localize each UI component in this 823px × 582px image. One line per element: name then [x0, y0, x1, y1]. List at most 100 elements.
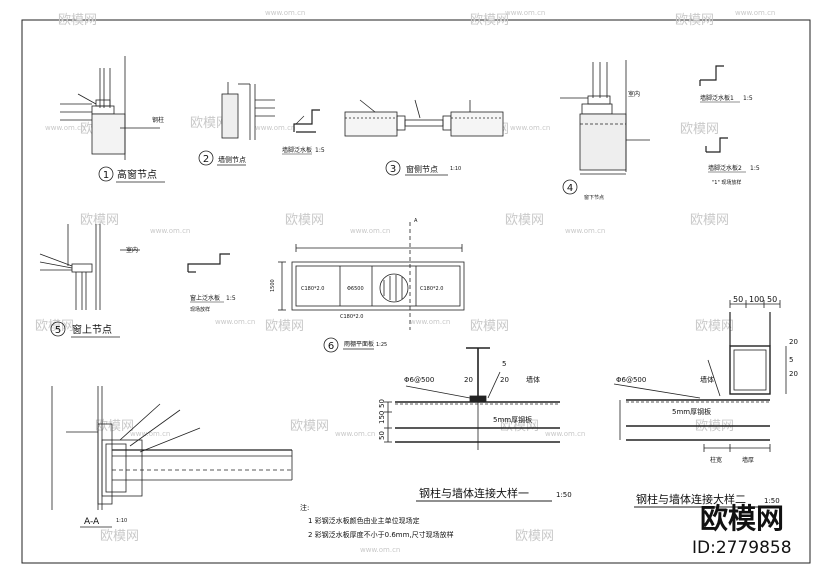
- watermark-brand: 欧模网: [680, 122, 719, 137]
- dimension: 150: [378, 411, 386, 424]
- watermark-site: www.om.cn: [45, 124, 85, 132]
- watermark-site: www.om.cn: [510, 124, 550, 132]
- watermark-layer: 欧模网 欧模网 欧模网 www.om.cn www.om.cn www.om.c…: [35, 9, 775, 554]
- detail-3-title: 3 窗侧节点 1:10: [385, 160, 461, 176]
- detail-7-scale: 1:5: [315, 147, 325, 154]
- steel-detail-1-labels: Φ6@500 5mm厚钢板 墙体 20 5 20 50 150 50 钢柱与墙体…: [378, 360, 572, 502]
- watermark-brand: 欧模网: [690, 213, 729, 228]
- watermark-brand: 欧模网: [285, 213, 324, 228]
- detail-2-wall-side: [221, 82, 275, 140]
- detail-bubble: [98, 166, 114, 182]
- detail-10-title: 窗上泛水板: [190, 294, 220, 302]
- detail-title: 窗下节点: [584, 194, 604, 201]
- wall-thk-label: 墙厚: [742, 456, 754, 464]
- plate-spec: 5mm厚钢板: [672, 407, 711, 416]
- watermark-brand: 欧模网: [265, 319, 304, 334]
- watermark-brand: 欧模网: [35, 319, 74, 334]
- detail-9-title: 墙脚泛水板2: [708, 164, 742, 172]
- watermark-brand: 欧模网: [515, 529, 554, 544]
- dimension: 20: [789, 370, 798, 378]
- dimension: 5: [502, 360, 506, 368]
- notes-heading: 注:: [300, 503, 309, 512]
- watermark-brand: 欧模网: [470, 319, 509, 334]
- brand-logo: 欧模网 ID:2779858: [692, 502, 792, 558]
- wall-label: 墙体: [526, 375, 540, 384]
- sheet-border: [21, 19, 811, 564]
- watermark-brand: 欧模网: [290, 419, 329, 434]
- watermark-site: www.om.cn: [215, 318, 255, 326]
- detail-title: 钢柱与墙体连接大样二: [636, 492, 746, 506]
- watermark-brand: 欧模网: [190, 116, 229, 131]
- detail-number: 2: [203, 154, 209, 165]
- detail-1-title: 1 高窗节点 钢柱: [98, 116, 165, 183]
- detail-scale: 1:50: [556, 491, 572, 499]
- detail-title: 窗侧节点: [406, 164, 438, 174]
- dimension: 20: [789, 338, 798, 346]
- detail-bubble: [385, 160, 401, 176]
- steel-connection-detail-2: [613, 300, 787, 452]
- rebar-spec: Φ6@500: [616, 376, 646, 384]
- section-a-a-title: A-A 1:10: [80, 517, 127, 528]
- notes-block: 注: 1 彩钢泛水板颜色由业主单位现场定 2 彩钢泛水板厚度不小于0.6mm,尺…: [300, 503, 454, 539]
- detail-10-scale: 1:5: [226, 295, 236, 302]
- dimension: 100: [749, 295, 764, 304]
- detail-7-title: 墙脚泛水板: [282, 146, 312, 154]
- wall-label: 墙体: [700, 375, 714, 384]
- canopy-label: Φ6500: [347, 286, 364, 292]
- field-note: 现场放样: [190, 306, 210, 313]
- detail-title: 雨棚平面板: [344, 340, 374, 348]
- watermark-brand: 欧模网: [505, 213, 544, 228]
- watermark-site: www.om.cn: [410, 318, 450, 326]
- label-room: 室内: [126, 246, 138, 254]
- watermark-brand: 欧模网: [675, 13, 714, 28]
- detail-4-window-bottom: [560, 60, 650, 175]
- detail-title: 窗上节点: [72, 323, 112, 336]
- detail-bubble: [562, 179, 578, 195]
- dimension: 50: [733, 295, 743, 304]
- dimension: 1500: [270, 279, 276, 292]
- detail-8-scale: 1:5: [743, 95, 753, 102]
- dimension: 20: [464, 376, 473, 384]
- note-item: 1 彩钢泛水板颜色由业主单位现场定: [308, 516, 420, 525]
- watermark-site: www.om.cn: [335, 430, 375, 438]
- label-room: 室内: [628, 90, 640, 98]
- watermark-site: www.om.cn: [545, 430, 585, 438]
- watermark-site: www.om.cn: [255, 124, 295, 132]
- detail-number: 6: [328, 341, 334, 352]
- watermark-brand: 欧模网: [95, 419, 134, 434]
- watermark-site: www.om.cn: [505, 9, 545, 17]
- label-steel-column: 钢柱: [152, 116, 164, 124]
- detail-title: 高窗节点: [117, 168, 157, 181]
- detail-bubble: [50, 321, 66, 337]
- detail-3-window-side: [344, 99, 504, 137]
- section-mark: A: [414, 218, 418, 224]
- watermark-site: www.om.cn: [265, 9, 305, 17]
- detail-bubble: [323, 337, 339, 353]
- detail-9-scale: 1:5: [750, 165, 760, 172]
- field-note: "1" 现场放样: [712, 179, 741, 186]
- detail-scale: 1:50: [764, 497, 780, 505]
- detail-scale: 1:25: [376, 342, 387, 348]
- detail-5-window-top: [39, 224, 140, 310]
- steel-connection-detail-1: [384, 347, 560, 450]
- col-width-label: 柱宽: [710, 456, 722, 464]
- watermark-brand: 欧模网: [470, 13, 509, 28]
- watermark-brand: 欧模网: [58, 13, 97, 28]
- watermark-site: www.om.cn: [150, 227, 190, 235]
- watermark-brand: 欧模网: [695, 319, 734, 334]
- detail-6-canopy-plan: [278, 222, 465, 330]
- detail-scale: 1:10: [450, 166, 461, 172]
- watermark-site: www.om.cn: [360, 546, 400, 554]
- section-title: A-A: [84, 517, 100, 527]
- detail-number: 1: [103, 170, 109, 181]
- detail-4-title: 4 窗下节点 室内: [562, 90, 640, 201]
- detail-number: 3: [390, 164, 396, 175]
- detail-5-title: 5 窗上节点 室内: [50, 246, 138, 338]
- detail-7-flashing: [293, 109, 320, 133]
- section-scale: 1:10: [116, 518, 127, 524]
- detail-9-flashing-2: [705, 137, 728, 153]
- watermark-brand: 欧模网: [500, 419, 539, 434]
- dimension: 50: [378, 431, 386, 440]
- detail-1-high-window: [60, 56, 160, 160]
